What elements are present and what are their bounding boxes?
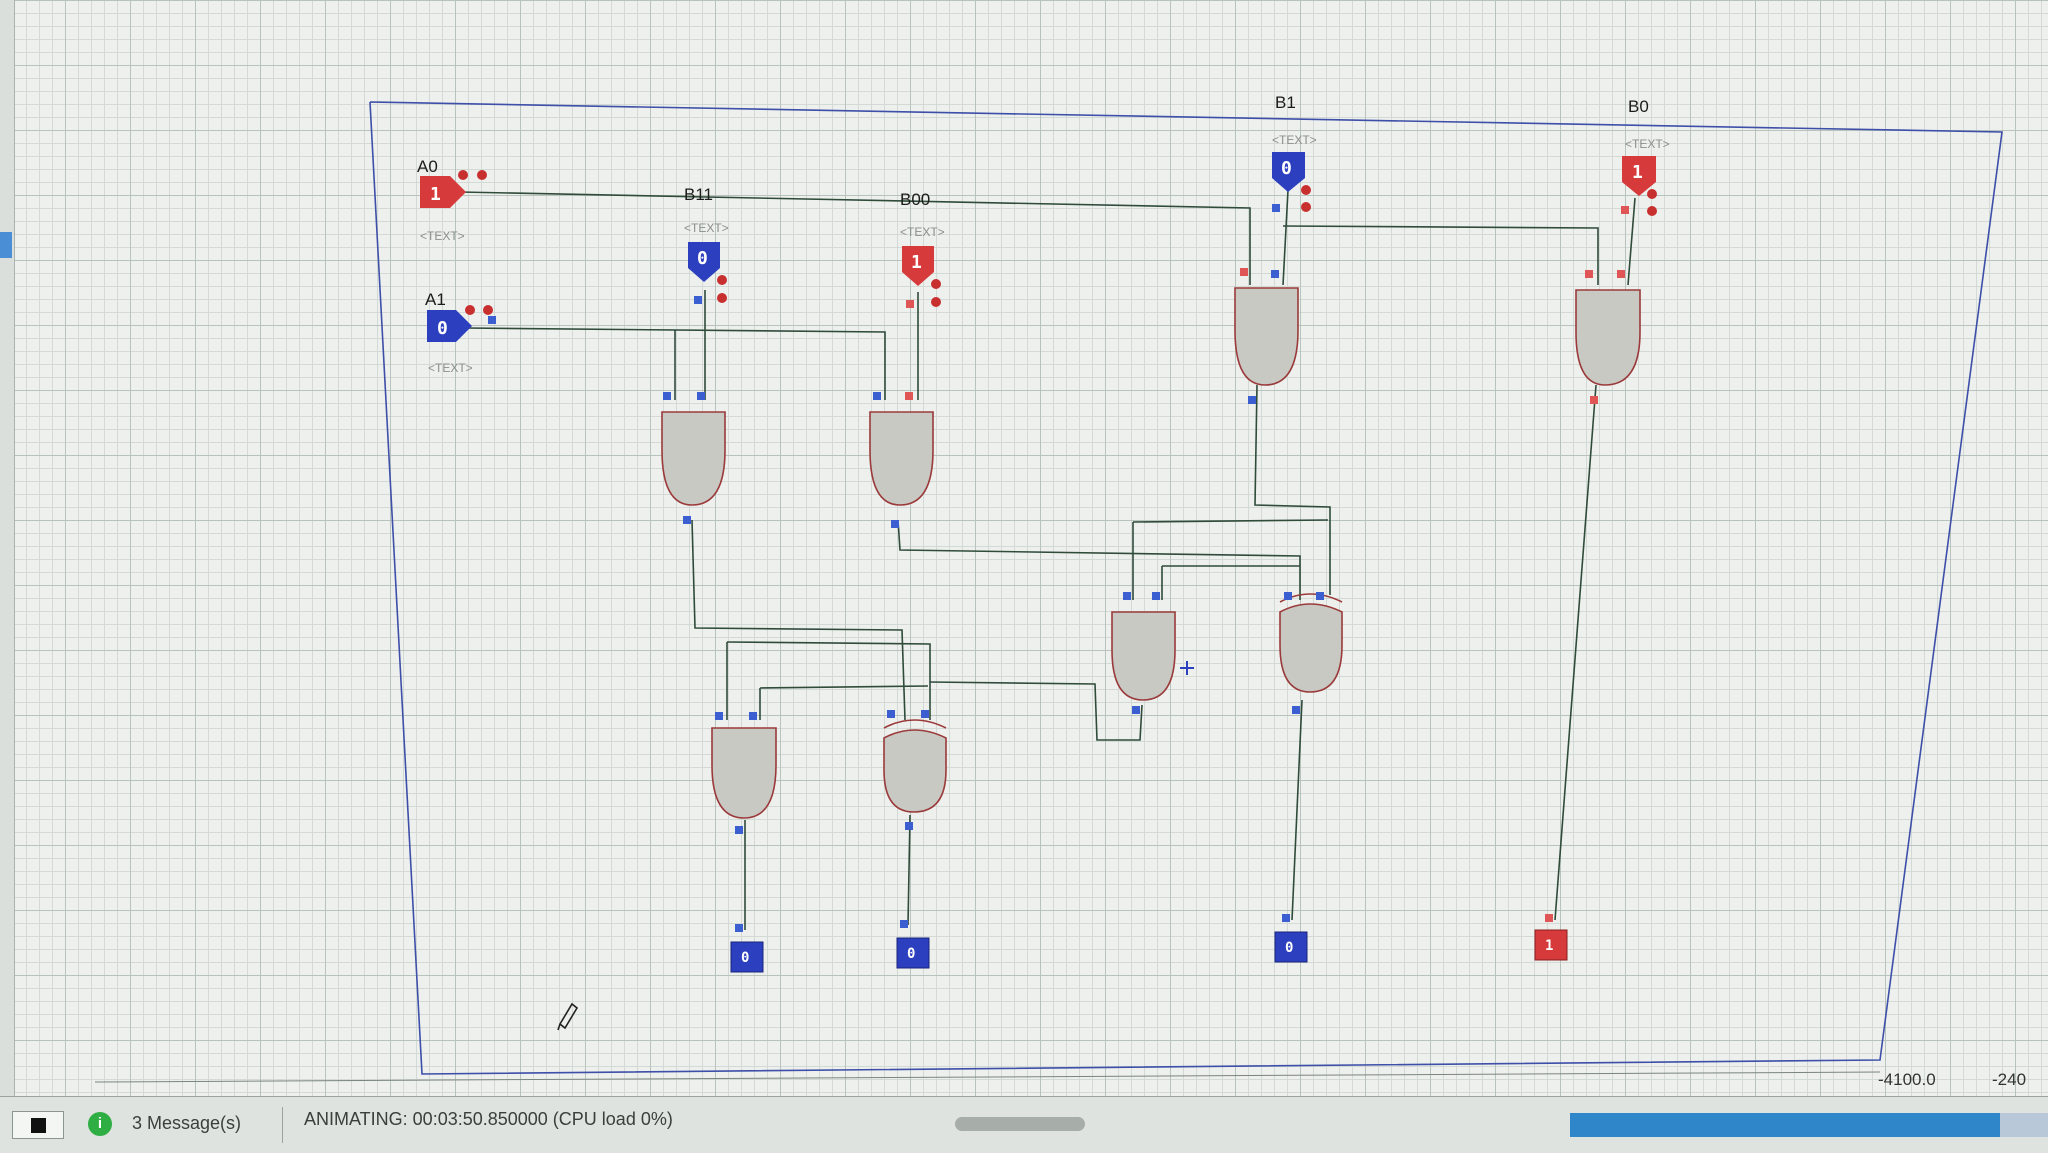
svg-text:<TEXT>: <TEXT> <box>420 229 465 243</box>
svg-text:A0: A0 <box>417 157 438 176</box>
and-gate-5[interactable] <box>1111 611 1176 701</box>
schematic-canvas[interactable] <box>0 0 2048 1100</box>
svg-text:<TEXT>: <TEXT> <box>900 225 945 239</box>
output-1[interactable]: 0 <box>1274 931 1308 963</box>
pins <box>488 204 1324 932</box>
wires <box>459 189 1636 930</box>
wire-b0 <box>1627 197 1636 286</box>
wire-out1 <box>1291 699 1303 921</box>
stop-icon <box>31 1118 46 1133</box>
wire-and3-out <box>1254 384 1331 595</box>
info-icon[interactable]: i <box>88 1112 112 1136</box>
progress-fill <box>1570 1113 2001 1137</box>
svg-text:B0: B0 <box>1628 97 1649 116</box>
crosshair-cursor-icon <box>1180 661 1194 675</box>
divider <box>282 1107 283 1143</box>
wire-b1 <box>1282 189 1289 286</box>
left-panel-edge <box>0 0 15 1100</box>
svg-text:B1: B1 <box>1275 93 1296 112</box>
svg-text:0: 0 <box>437 318 448 339</box>
svg-text:B00: B00 <box>900 190 930 209</box>
svg-text:<TEXT>: <TEXT> <box>1272 133 1317 147</box>
svg-text:<TEXT>: <TEXT> <box>428 361 473 375</box>
output-0[interactable]: 1 <box>1534 929 1568 961</box>
wire-a1 <box>465 327 886 400</box>
wire-b1-bus <box>1282 225 1599 285</box>
svg-text:1: 1 <box>1632 162 1643 183</box>
output-2[interactable]: 0 <box>896 937 930 969</box>
svg-text:0: 0 <box>907 946 915 962</box>
svg-text:0: 0 <box>1281 158 1292 179</box>
svg-text:1: 1 <box>430 184 441 205</box>
pins-high <box>905 206 1629 922</box>
wire-and3-branch <box>1132 519 1329 523</box>
wire-and1-out <box>691 519 906 721</box>
coordinate-readout: -4100.0 -240 <box>1868 1062 2048 1098</box>
and-gate-4[interactable] <box>1575 289 1641 386</box>
simulation-status: ANIMATING: 00:03:50.850000 (CPU load 0%) <box>304 1109 673 1129</box>
svg-text:1: 1 <box>911 252 922 273</box>
coord-y: -240 <box>1992 1070 2027 1089</box>
svg-text:<TEXT>: <TEXT> <box>1625 137 1670 151</box>
horizontal-scrollbar[interactable] <box>955 1117 1085 1131</box>
xor-gate-2[interactable] <box>1279 593 1343 693</box>
sheet-frame-inner <box>94 1071 1881 1083</box>
input-b11[interactable]: B11 <TEXT> 0 <box>684 185 729 303</box>
input-b0[interactable]: B0 <TEXT> 1 <box>1622 97 1670 216</box>
svg-text:A1: A1 <box>425 290 446 309</box>
svg-text:<TEXT>: <TEXT> <box>684 221 729 235</box>
output-3[interactable]: 0 <box>730 941 764 973</box>
wire-and1-branch <box>726 641 931 720</box>
panel-tab[interactable] <box>0 232 12 258</box>
input-b1[interactable]: B1 <TEXT> 0 <box>1272 93 1317 212</box>
input-b00[interactable]: B00 <TEXT> 1 <box>900 190 945 307</box>
svg-text:0: 0 <box>1285 940 1293 956</box>
svg-text:0: 0 <box>697 248 708 269</box>
wire-to-and5 <box>929 681 1143 741</box>
input-a0[interactable]: A0 1 <TEXT> <box>417 157 487 243</box>
and-gate-6[interactable] <box>711 727 777 819</box>
xor-gate-1[interactable] <box>883 719 947 813</box>
wire-a0 <box>459 191 1251 285</box>
svg-text:1: 1 <box>1545 938 1553 954</box>
wire-and2-branch <box>759 685 929 689</box>
schematic[interactable]: A0 1 <TEXT> A1 0 <TEXT> B11 <TEXT> 0 B00… <box>0 0 2048 1100</box>
progress-bar <box>1570 1113 2048 1137</box>
input-a1[interactable]: A1 0 <TEXT> <box>425 290 493 375</box>
and-gate-2[interactable] <box>869 411 934 506</box>
wire-and2-out <box>897 519 1301 600</box>
svg-text:0: 0 <box>741 950 749 966</box>
wire-out0 <box>1554 384 1597 921</box>
messages-count[interactable]: 3 Message(s) <box>132 1113 242 1133</box>
wire-out2 <box>907 814 911 926</box>
stop-button[interactable] <box>12 1111 64 1139</box>
coord-x: -4100.0 <box>1878 1070 1936 1089</box>
and-gate-1[interactable] <box>661 411 726 506</box>
sheet-frame <box>369 101 2003 1075</box>
pencil-cursor-icon <box>557 1002 579 1031</box>
and-gate-3[interactable] <box>1234 287 1299 386</box>
status-bar: i 3 Message(s) ANIMATING: 00:03:50.85000… <box>0 1096 2048 1153</box>
svg-text:B11: B11 <box>684 185 713 204</box>
